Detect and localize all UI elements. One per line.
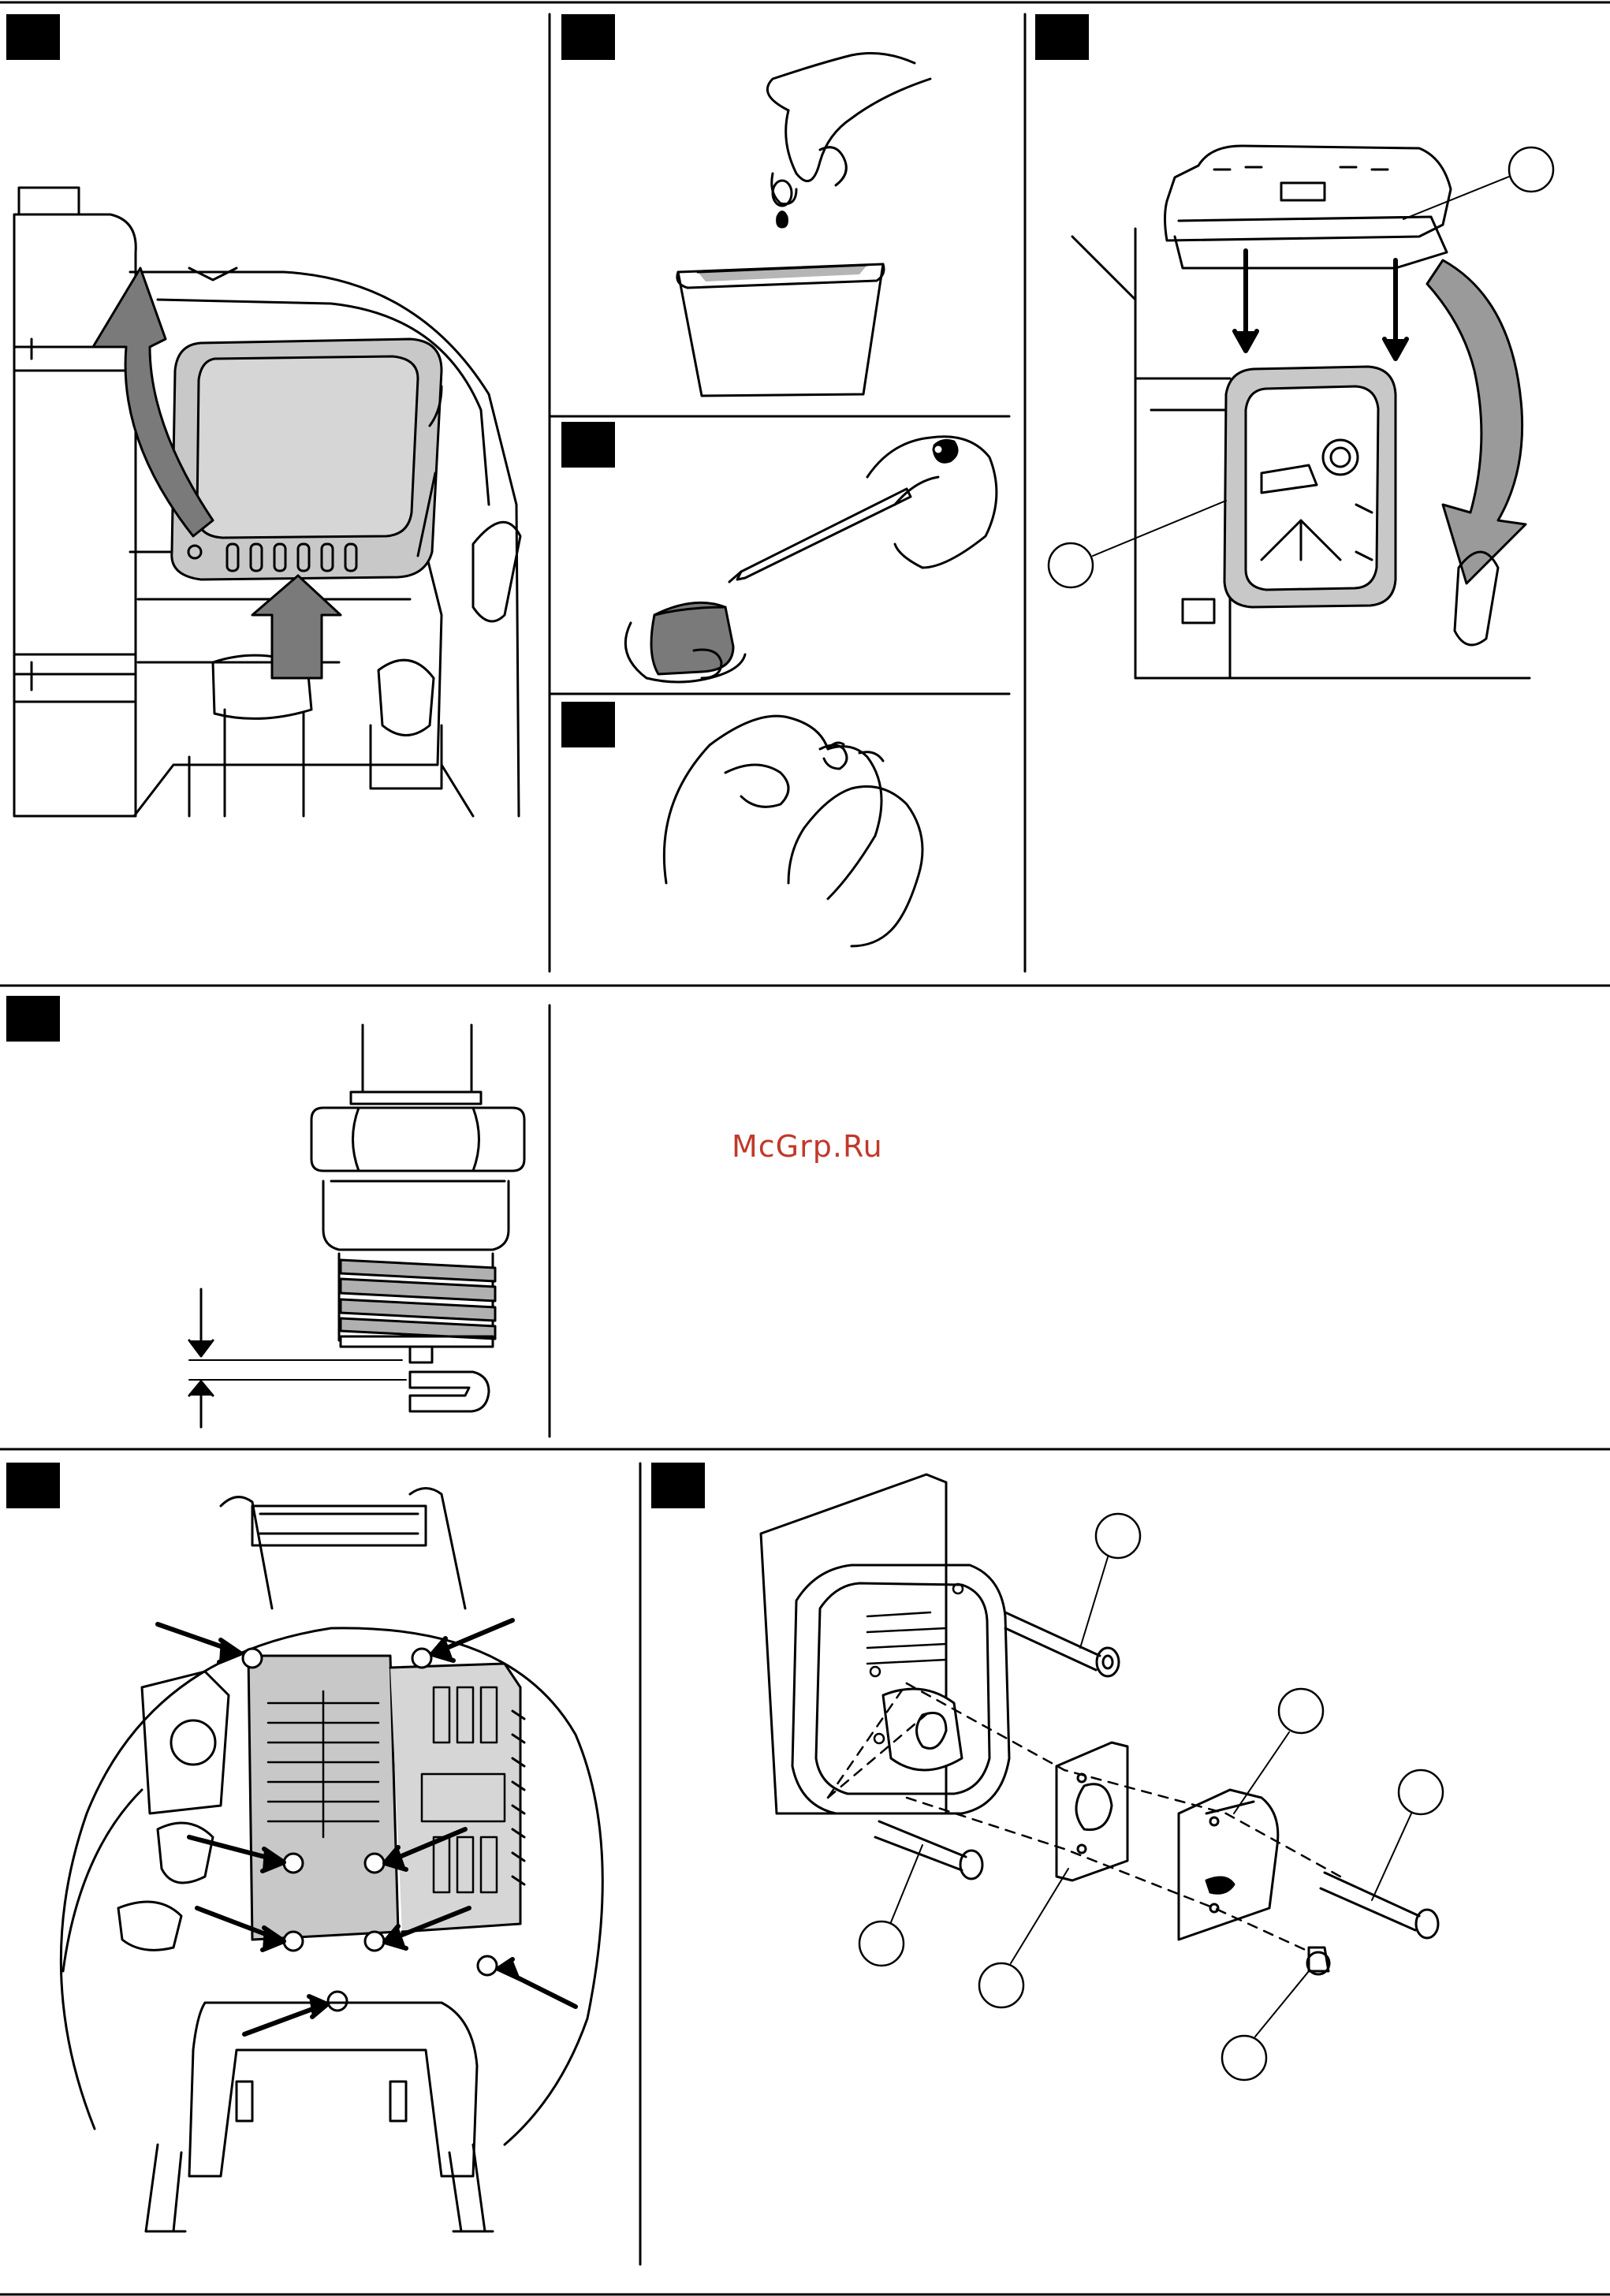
callout-circle-bolt-top (1096, 1514, 1140, 1558)
step-badges (6, 14, 1089, 1508)
air-nozzle-icon (625, 437, 997, 682)
hands-squeeze-icon (664, 716, 922, 946)
callout-circle-gasket (979, 1963, 1023, 2007)
step-badge-6 (6, 996, 60, 1042)
step-badge-4 (561, 422, 615, 468)
callout-circle-nut (1222, 2036, 1266, 2080)
muffler-exploded-icon (761, 1474, 1443, 2080)
step-badge-2 (561, 14, 615, 60)
air-filter-cover-icon (14, 188, 520, 816)
callout-circle-shield (1279, 1689, 1323, 1733)
callout-circle-bolt-bottom (859, 1921, 904, 1966)
engine-cover-icon (61, 1489, 602, 2232)
rotate-arrow (1427, 260, 1526, 583)
step-badge-8 (651, 1463, 705, 1508)
filter-reinstall-icon (1049, 146, 1553, 678)
oil-drop-icon (677, 54, 930, 396)
step-badge-7 (6, 1463, 60, 1508)
watermark-text: McGrp.Ru (732, 1129, 883, 1164)
callout-circle-filter (1049, 543, 1093, 587)
step-badge-3 (1035, 14, 1089, 60)
callout-circle-cover (1509, 147, 1553, 192)
step-badge-5 (561, 702, 615, 747)
step-badge-1 (6, 14, 60, 60)
spark-plug-icon (189, 1025, 524, 1427)
callout-circle-bolt-right (1399, 1770, 1443, 1814)
